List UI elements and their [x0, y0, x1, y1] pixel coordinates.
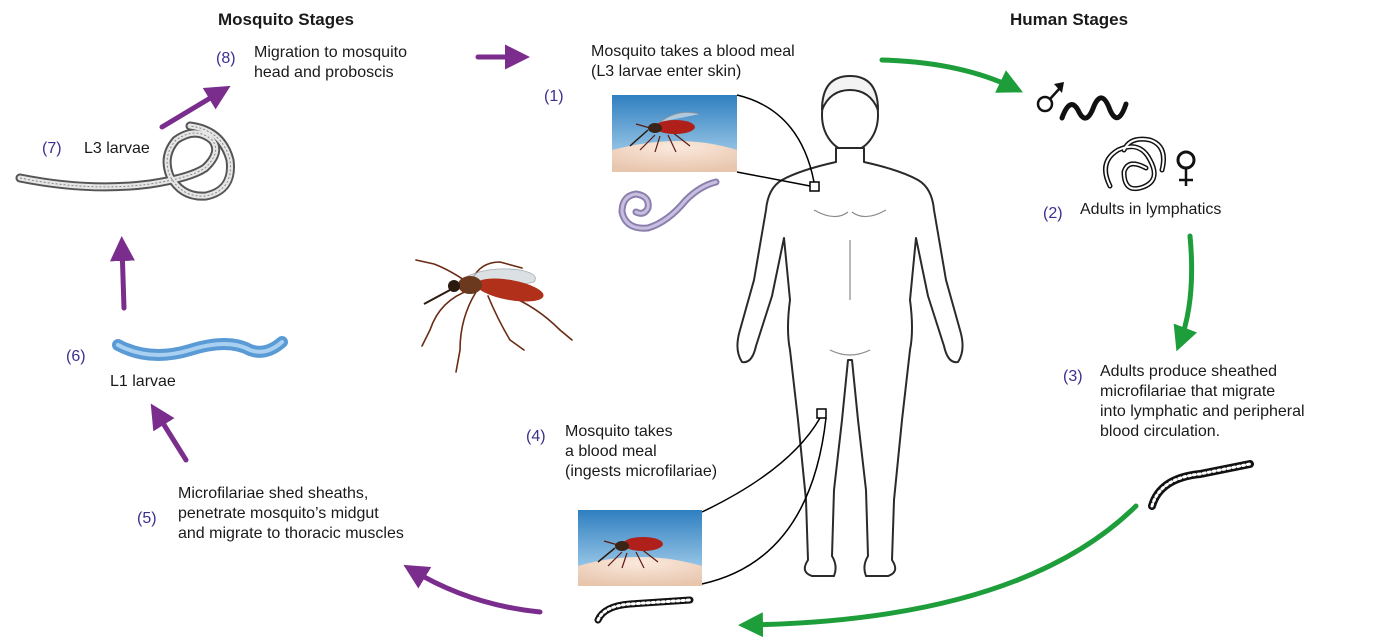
arrow-6-to-7	[122, 246, 124, 308]
purple-arrows	[122, 57, 540, 612]
male-worm	[1062, 98, 1126, 118]
l3-larva-coil-inset	[622, 182, 716, 228]
male-symbol-icon	[1038, 82, 1064, 111]
adult-worms	[1062, 98, 1164, 189]
microfilaria-bottom	[598, 600, 690, 620]
l1-larva	[118, 342, 282, 355]
photo-mosquito-skin-bottom	[578, 510, 702, 586]
photo-mosquito-skin-top	[612, 95, 737, 172]
l3-larva	[20, 126, 231, 196]
arrow-1-to-2	[882, 60, 1014, 88]
arrow-7-to-8	[162, 91, 222, 127]
microfilaria-stage-3	[1152, 464, 1250, 506]
arrow-5-to-6	[156, 412, 186, 460]
mosquito-illustration	[416, 260, 572, 372]
arrow-4-to-5	[412, 570, 540, 612]
arrow-2-to-3	[1180, 236, 1192, 342]
female-symbol-icon	[1178, 152, 1194, 186]
human-body	[737, 148, 962, 576]
human-figure	[737, 76, 962, 576]
